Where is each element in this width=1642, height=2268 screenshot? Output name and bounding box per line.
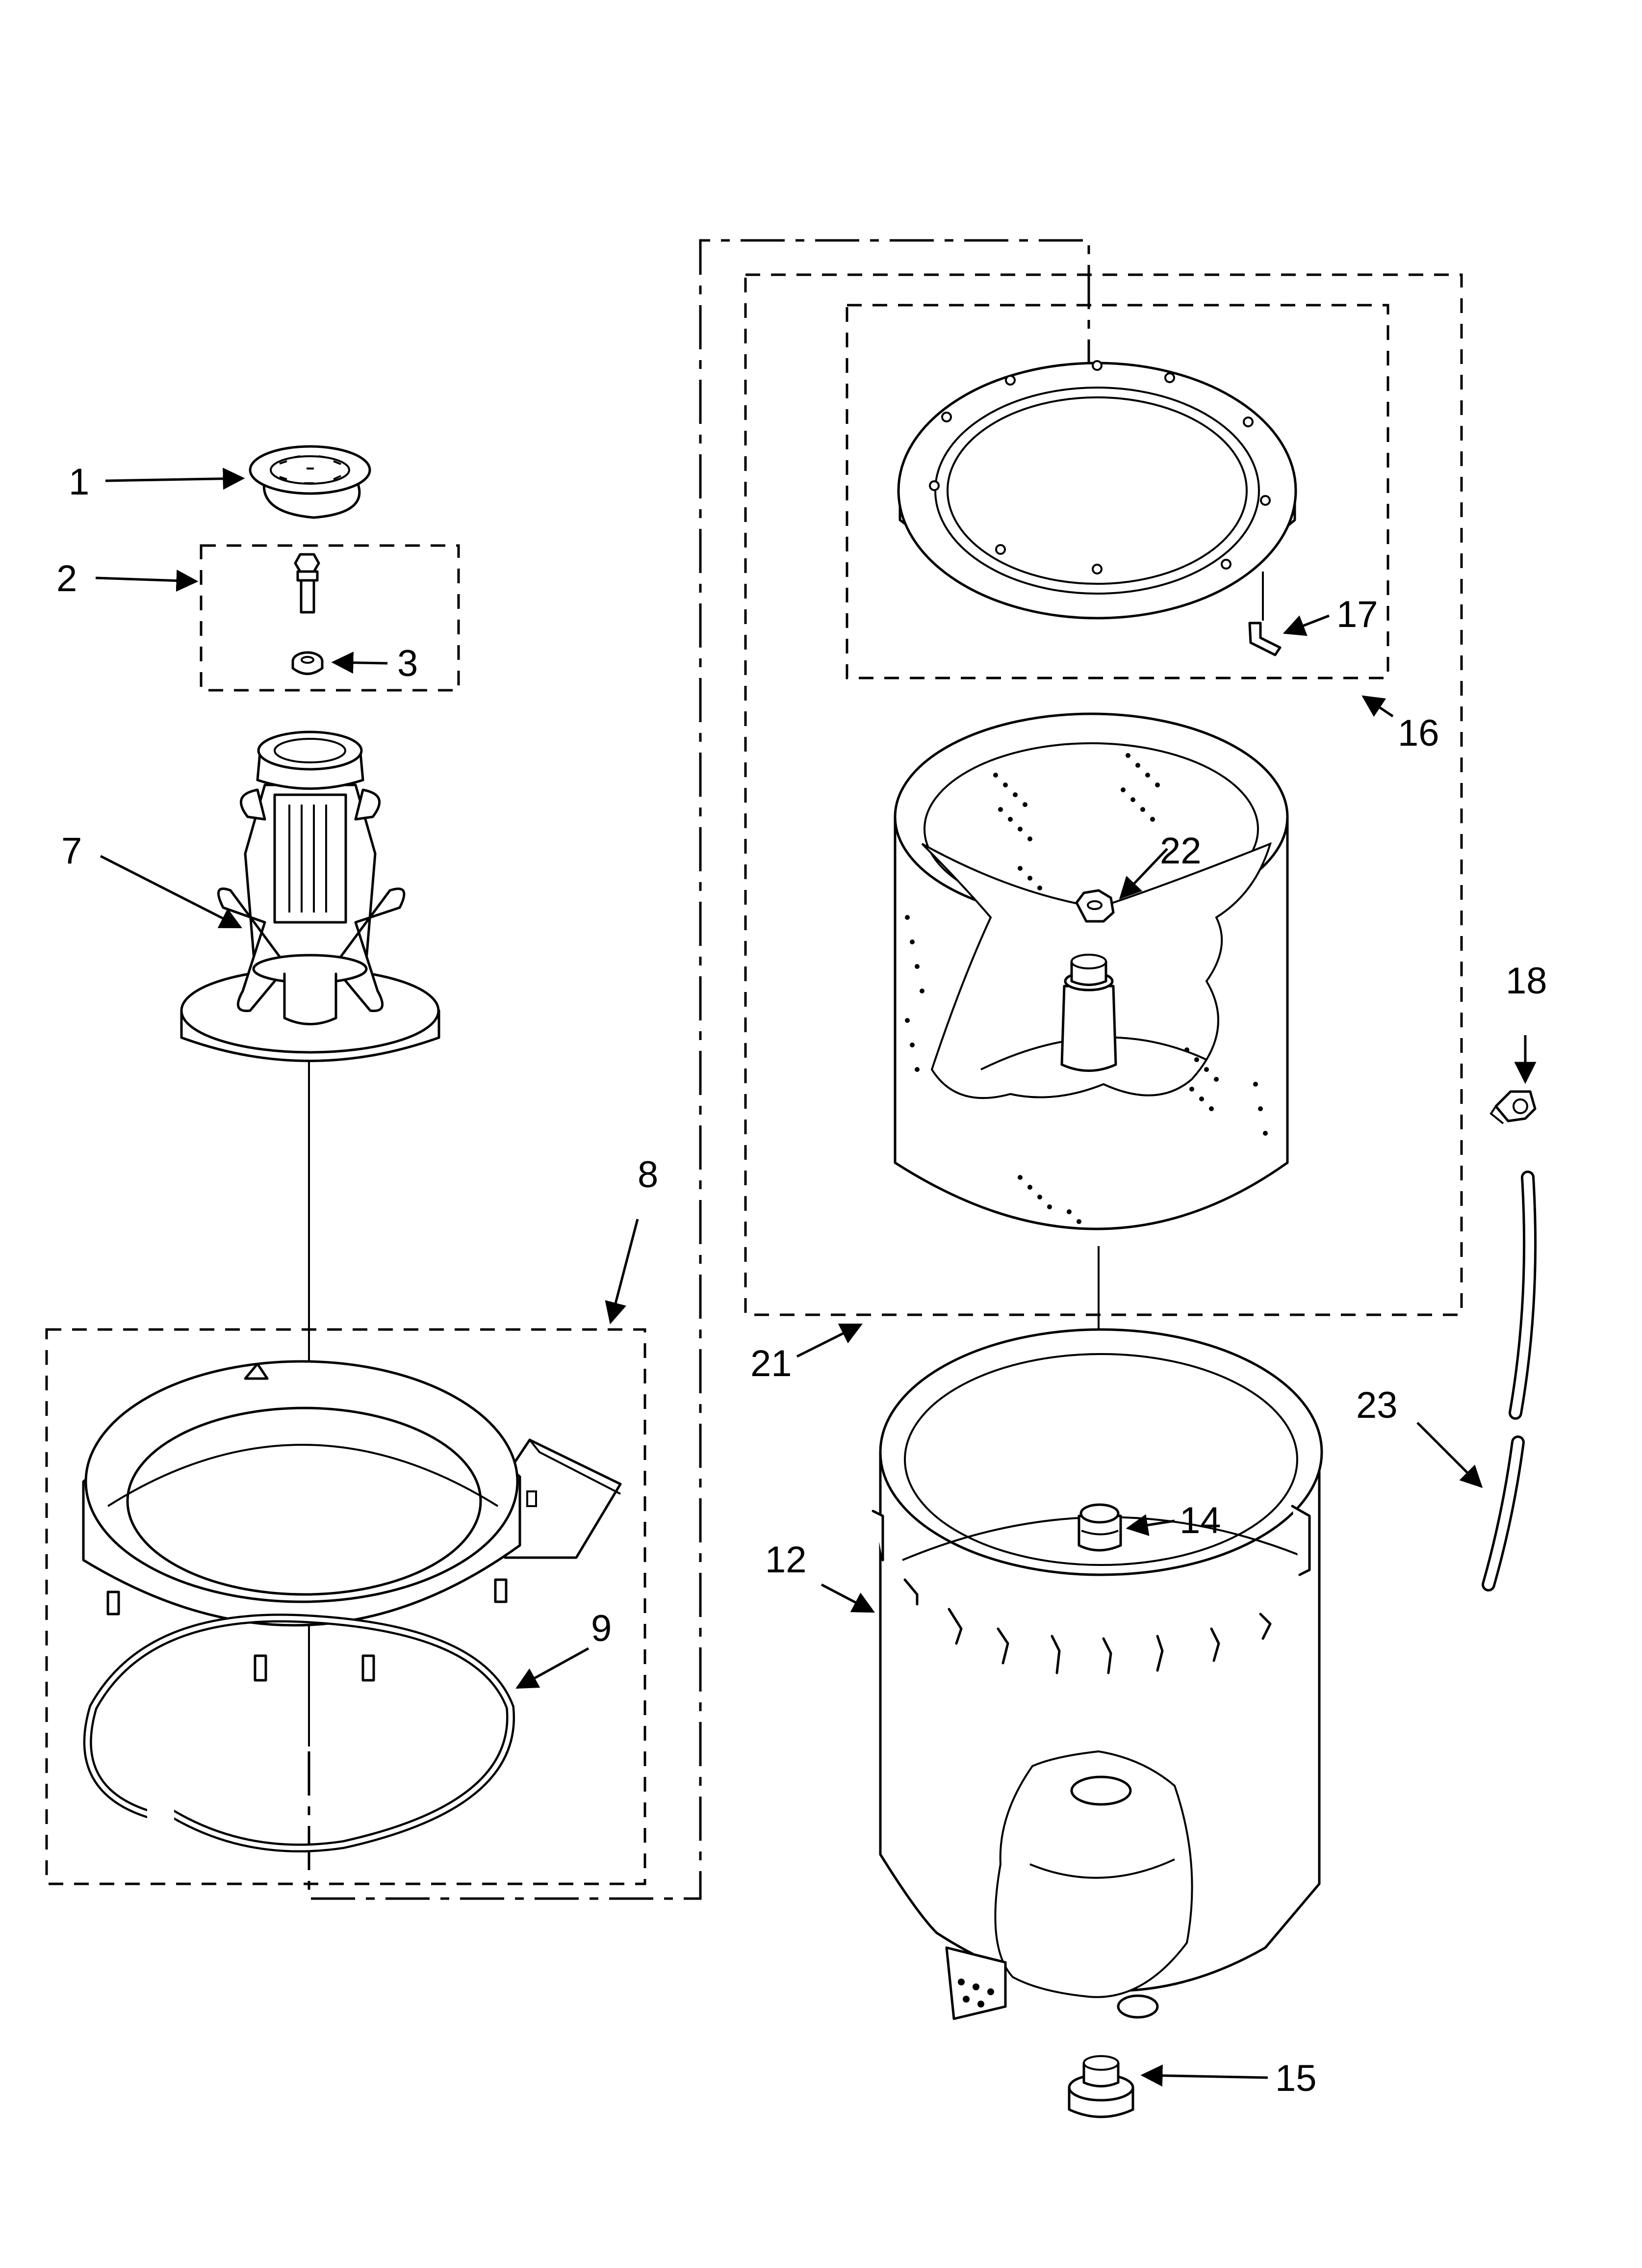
part-12-outer-tub	[872, 1328, 1323, 2020]
group-box-2	[200, 544, 460, 692]
callout-12: 12	[765, 1539, 807, 1581]
part-17-clip	[1248, 572, 1282, 656]
part-21-spin-basket	[894, 712, 1289, 1230]
callout-8: 8	[638, 1154, 658, 1196]
part-2-bolt	[294, 553, 320, 614]
leader-lines	[95, 468, 1537, 2087]
group-box-16	[846, 304, 1389, 679]
callout-23: 23	[1356, 1384, 1398, 1426]
part-7-agitator	[180, 730, 440, 1062]
callout-1: 1	[69, 461, 89, 503]
part-22-nut	[1075, 889, 1115, 923]
part-23-hose	[1482, 1171, 1537, 1591]
callout-16: 16	[1398, 712, 1439, 754]
callout-18: 18	[1506, 960, 1547, 1002]
part-1-agitator-cap	[249, 445, 371, 519]
part-3-washer	[291, 651, 324, 675]
callout-15: 15	[1275, 2058, 1317, 2099]
group-box-21	[744, 273, 1463, 1316]
callout-14: 14	[1180, 1500, 1221, 1541]
callout-3: 3	[397, 643, 418, 684]
callout-22: 22	[1160, 830, 1202, 872]
callout-2: 2	[56, 558, 77, 600]
callout-21: 21	[750, 1343, 792, 1384]
callout-7: 7	[61, 830, 82, 872]
callout-9: 9	[591, 1608, 612, 1649]
assembly-connector-line	[308, 239, 1090, 1900]
part-16-balance-ring	[897, 360, 1297, 620]
callout-17: 17	[1336, 594, 1378, 635]
part-18-hose-clip	[1489, 1090, 1537, 1124]
group-box-8	[45, 1328, 646, 1885]
part-14-fitting	[1078, 1503, 1122, 1552]
part-9-ring	[83, 1614, 515, 1852]
part-8-tub-ring	[82, 1360, 622, 1682]
part-15-drain-fitting	[1068, 2055, 1134, 2118]
